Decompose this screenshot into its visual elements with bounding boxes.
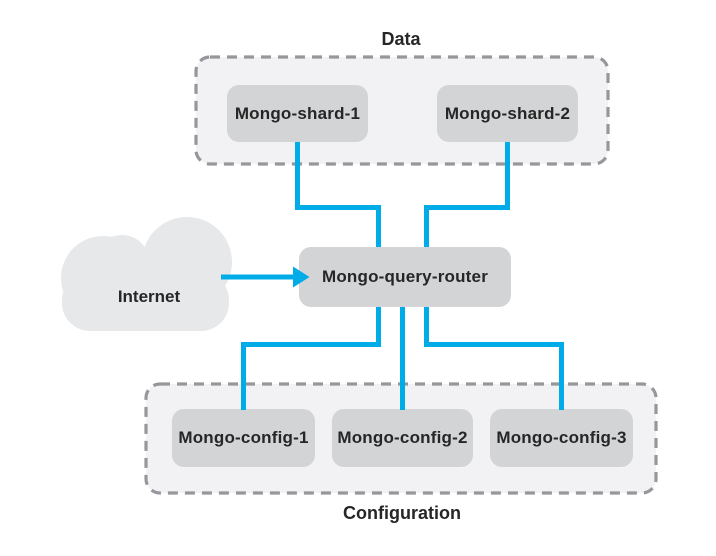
node-label: Mongo-config-2: [337, 428, 468, 447]
node-label: Mongo-config-3: [496, 428, 627, 447]
cloud-icon: [61, 217, 232, 331]
node-mongo-config-1: Mongo-config-1: [172, 409, 315, 467]
node-label: Mongo-config-1: [178, 428, 309, 447]
node-label: Mongo-shard-2: [444, 103, 571, 123]
node-label: Mongo-query-router: [321, 267, 489, 286]
node-mongo-query-router: Mongo-query-router: [299, 247, 511, 307]
node-mongo-shard-1: Mongo-shard-1: [227, 85, 368, 142]
node-mongo-config-2: Mongo-config-2: [332, 409, 473, 467]
node-mongo-shard-2: Mongo-shard-2: [437, 85, 578, 142]
internet-label: Internet: [117, 287, 181, 306]
data-group-label: Data: [381, 29, 421, 49]
node-label: Mongo-shard-1: [234, 103, 361, 123]
node-mongo-config-3: Mongo-config-3: [490, 409, 633, 467]
configuration-group-label: Configuration: [343, 503, 461, 523]
